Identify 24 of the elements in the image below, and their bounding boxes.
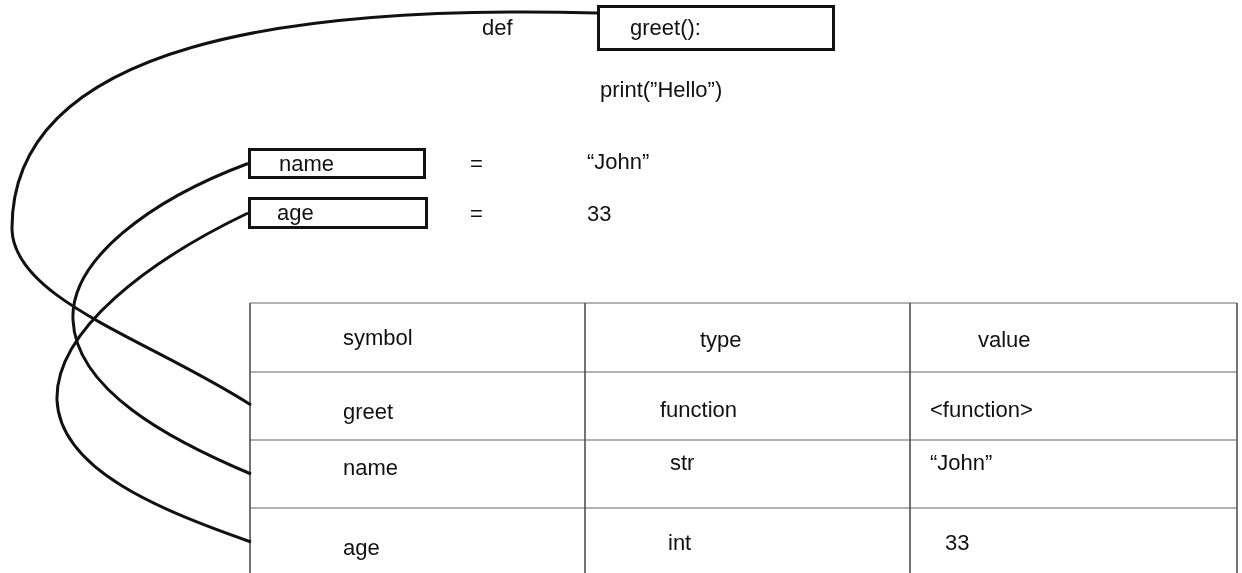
table-text: “John”: [930, 450, 993, 476]
code-box: greet():: [597, 5, 835, 51]
table-text: function: [660, 397, 738, 423]
keyword: def: [482, 15, 513, 41]
code-text: 33: [587, 201, 612, 227]
symbol-cell: name: [251, 441, 584, 507]
symbol-cell: greet: [251, 373, 584, 439]
column-header: value: [978, 327, 1031, 353]
table-text: int: [668, 530, 692, 556]
table-text: str: [670, 450, 695, 476]
symbol-cell: age: [251, 509, 584, 573]
code-box: age: [248, 197, 428, 229]
code-text: “John”: [587, 149, 650, 175]
code-box: name: [248, 148, 426, 179]
connector-curve: [10, 10, 598, 407]
equals-sign: =: [470, 151, 483, 177]
equals-sign: =: [470, 201, 483, 227]
column-header: type: [700, 327, 742, 353]
column-header: symbol: [343, 325, 413, 351]
connector-curve: [71, 162, 252, 476]
connector-curve: [55, 211, 252, 544]
table-text: 33: [945, 530, 970, 556]
table-text: <function>: [930, 397, 1033, 423]
code-text: print(”Hello”): [600, 77, 723, 103]
